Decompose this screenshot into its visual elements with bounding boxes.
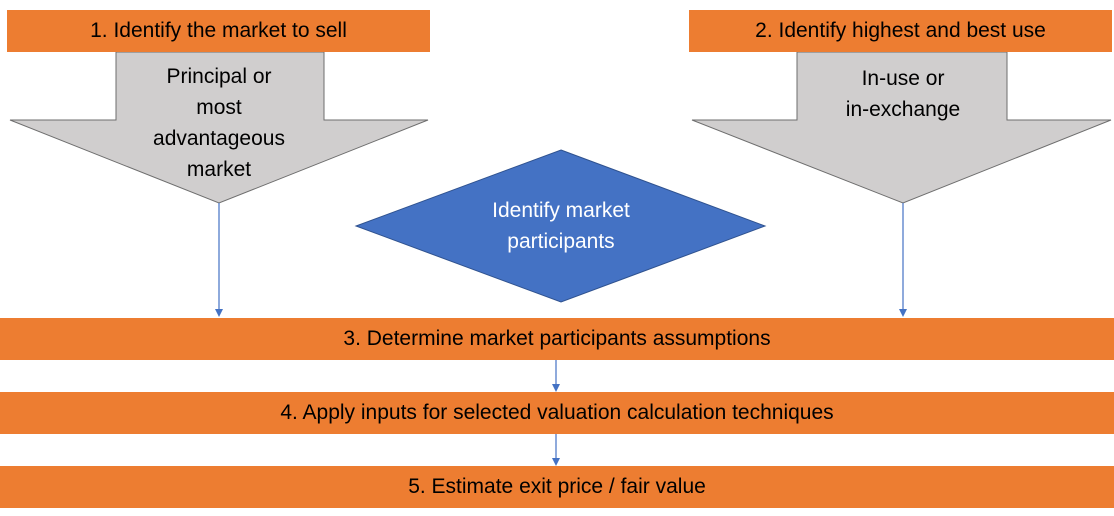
step-4-box: 4. Apply inputs for selected valuation c…	[0, 392, 1114, 434]
left-arrow-line-2: most	[196, 96, 242, 119]
participants-diamond	[354, 149, 767, 303]
diamond-text: Identify market participants	[451, 195, 671, 257]
right-arrow-line-2: in-exchange	[845, 98, 961, 121]
diamond-line-2: participants	[507, 230, 615, 253]
step-3-box: 3. Determine market participants assumpt…	[0, 318, 1114, 360]
step-5-box: 5. Estimate exit price / fair value	[0, 466, 1114, 508]
step-2-box: 2. Identify highest and best use	[689, 10, 1112, 52]
left-arrow-line-3: advantageous	[153, 127, 285, 150]
left-arrow-line-1: Principal or	[166, 65, 272, 88]
step-3-label: 3. Determine market participants assumpt…	[343, 327, 771, 350]
right-arrow-line-1: In-use or	[861, 67, 945, 90]
left-down-arrow	[9, 51, 429, 204]
step-4-label: 4. Apply inputs for selected valuation c…	[280, 401, 834, 424]
left-arrow-text: Principal or most advantageous market	[119, 61, 319, 185]
diamond-line-1: Identify market	[492, 199, 630, 222]
right-arrow-text: In-use or in-exchange	[803, 63, 1003, 125]
step-2-label: 2. Identify highest and best use	[755, 19, 1046, 42]
left-arrow-line-4: market	[186, 158, 252, 181]
right-down-arrow	[691, 51, 1112, 204]
step-1-box: 1. Identify the market to sell	[7, 10, 430, 52]
step-5-label: 5. Estimate exit price / fair value	[408, 475, 706, 498]
step-1-label: 1. Identify the market to sell	[90, 19, 347, 42]
